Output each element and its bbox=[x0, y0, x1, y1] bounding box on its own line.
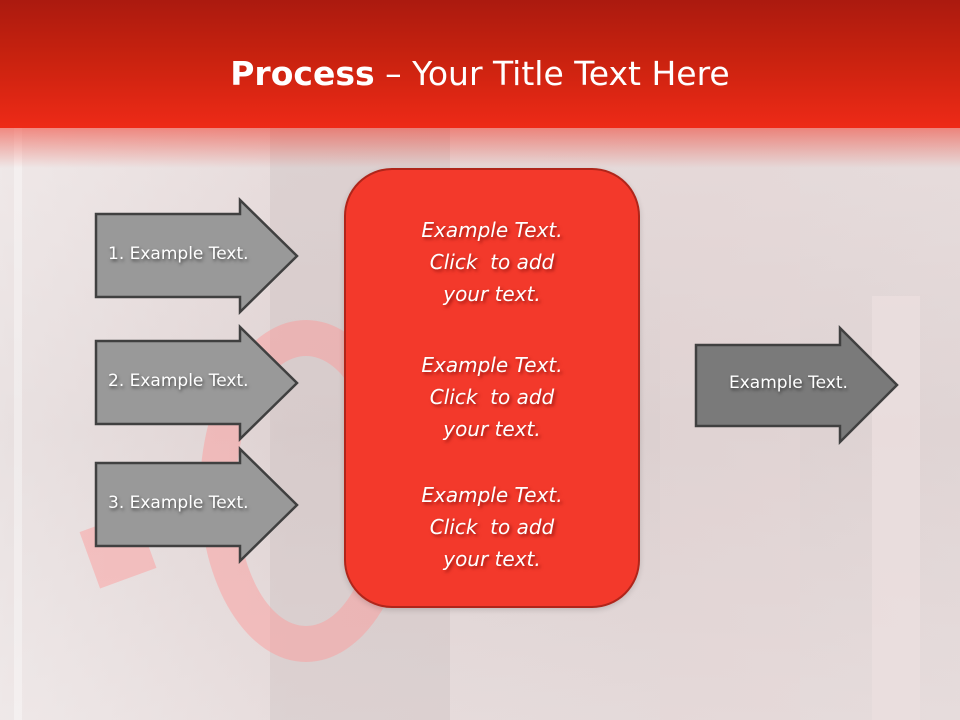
title-rest: – Your Title Text Here bbox=[374, 54, 730, 93]
arrow-right-icon bbox=[94, 324, 299, 442]
process-text-block-3[interactable]: Example Text. Click to add your text. bbox=[346, 479, 638, 575]
title-banner-fade bbox=[0, 128, 960, 168]
process-text-line: Example Text. bbox=[421, 353, 563, 377]
process-text-line: Click to add bbox=[429, 250, 555, 274]
output-arrow[interactable]: Example Text. bbox=[694, 324, 899, 446]
process-text-block-2[interactable]: Example Text. Click to add your text. bbox=[346, 349, 638, 445]
process-box[interactable]: Example Text. Click to add your text. Ex… bbox=[344, 168, 640, 608]
title-bold: Process bbox=[230, 54, 375, 93]
background-pillar bbox=[14, 128, 22, 720]
arrow-right-icon bbox=[94, 197, 299, 315]
input-arrow-1[interactable]: 1. Example Text. bbox=[94, 197, 299, 315]
process-text-line: your text. bbox=[443, 282, 541, 306]
input-arrow-3[interactable]: 3. Example Text. bbox=[94, 446, 299, 564]
title-banner bbox=[0, 0, 960, 128]
process-text-block-1[interactable]: Example Text. Click to add your text. bbox=[346, 214, 638, 310]
process-text-line: Example Text. bbox=[421, 483, 563, 507]
slide-title[interactable]: Process – Your Title Text Here bbox=[0, 52, 960, 96]
input-arrow-2[interactable]: 2. Example Text. bbox=[94, 324, 299, 442]
arrow-right-icon bbox=[94, 446, 299, 564]
input-arrow-label: 1. Example Text. bbox=[108, 244, 249, 264]
arrow-right-icon bbox=[694, 324, 899, 446]
process-text-line: Click to add bbox=[429, 385, 555, 409]
input-arrow-label: 2. Example Text. bbox=[108, 371, 249, 391]
output-arrow-label: Example Text. bbox=[729, 373, 848, 393]
process-text-line: your text. bbox=[443, 417, 541, 441]
process-text-line: Click to add bbox=[429, 515, 555, 539]
input-arrow-label: 3. Example Text. bbox=[108, 493, 249, 513]
process-text-line: your text. bbox=[443, 547, 541, 571]
process-text-line: Example Text. bbox=[421, 218, 563, 242]
